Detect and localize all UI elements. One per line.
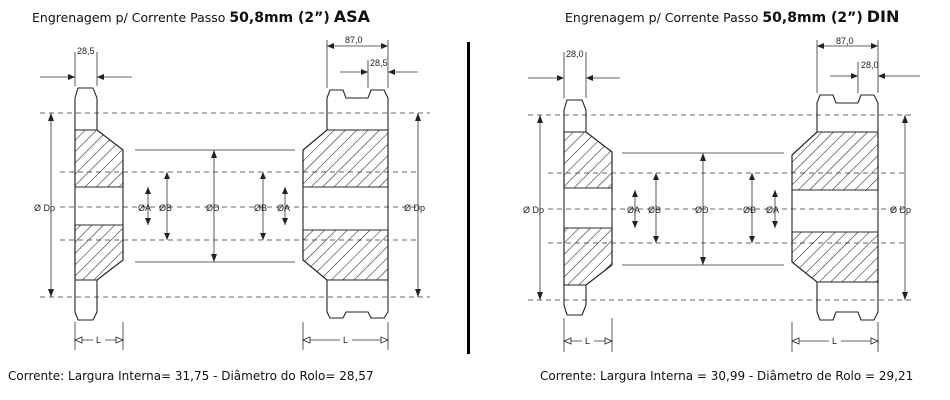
asa-dp-left-label: Ø Dp — [34, 203, 55, 213]
din-sprocket-drawing: Ø Dp ØA ØB ØD ØB ØA Ø Dp 28,0 87,0 28,0 … — [523, 36, 920, 352]
asa-title-standard: ASA — [333, 7, 371, 26]
din-title-standard: DIN — [866, 7, 900, 26]
din-single-width-label: 28,0 — [566, 49, 584, 59]
asa-hub-right-label: ØB — [254, 203, 267, 213]
asa-sprocket-drawing: Ø Dp ØA ØB ØD ØB ØA Ø Dp 28,5 87,0 28,5 … — [34, 35, 430, 350]
asa-single-sprocket — [74, 87, 124, 321]
asa-chain-spec: Corrente: Largura Interna= 31,75 - Diâme… — [8, 369, 374, 383]
asa-dp-right-label: Ø Dp — [404, 203, 425, 213]
din-title-size: 50,8mm (2”) — [762, 10, 863, 26]
asa-title-prefix: Engrenagem p/ Corrente Passo — [32, 10, 226, 25]
asa-single-width-label: 28,5 — [77, 46, 95, 56]
din-shaft-label: ØD — [695, 205, 709, 215]
asa-title: Engrenagem p/ Corrente Passo 50,8mm (2”)… — [32, 7, 370, 26]
din-chain-spec: Corrente: Largura Interna = 30,99 - Diâm… — [540, 369, 914, 383]
din-title-prefix: Engrenagem p/ Corrente Passo — [565, 10, 759, 25]
panel-separator — [467, 42, 470, 354]
asa-title-size: 50,8mm (2”) — [229, 10, 330, 26]
din-dp-right-label: Ø Dp — [890, 205, 911, 215]
din-double-length-label: L — [832, 336, 837, 346]
din-hub-right-label: ØB — [743, 205, 756, 215]
asa-single-length-label: L — [96, 335, 101, 345]
asa-double-width-label: 28,5 — [370, 58, 388, 68]
asa-double-sprocket — [302, 89, 389, 319]
din-single-sprocket — [563, 99, 613, 316]
din-dp-left-label: Ø Dp — [523, 205, 544, 215]
din-hub-left-label: ØB — [648, 205, 661, 215]
din-bore-left-label: ØA — [627, 205, 640, 215]
asa-bore-left-label: ØA — [138, 203, 151, 213]
din-double-width-label: 28,0 — [861, 60, 879, 70]
din-double-sprocket — [791, 94, 879, 321]
din-double-total-label: 87,0 — [836, 36, 854, 46]
asa-double-length-label: L — [343, 335, 348, 345]
asa-double-total-label: 87,0 — [345, 35, 363, 45]
din-bore-right-label: ØA — [766, 205, 779, 215]
asa-shaft-label: ØD — [206, 203, 220, 213]
asa-bore-right-label: ØA — [277, 203, 290, 213]
asa-hub-left-label: ØB — [159, 203, 172, 213]
din-single-length-label: L — [585, 336, 590, 346]
din-title: Engrenagem p/ Corrente Passo 50,8mm (2”)… — [565, 7, 899, 26]
